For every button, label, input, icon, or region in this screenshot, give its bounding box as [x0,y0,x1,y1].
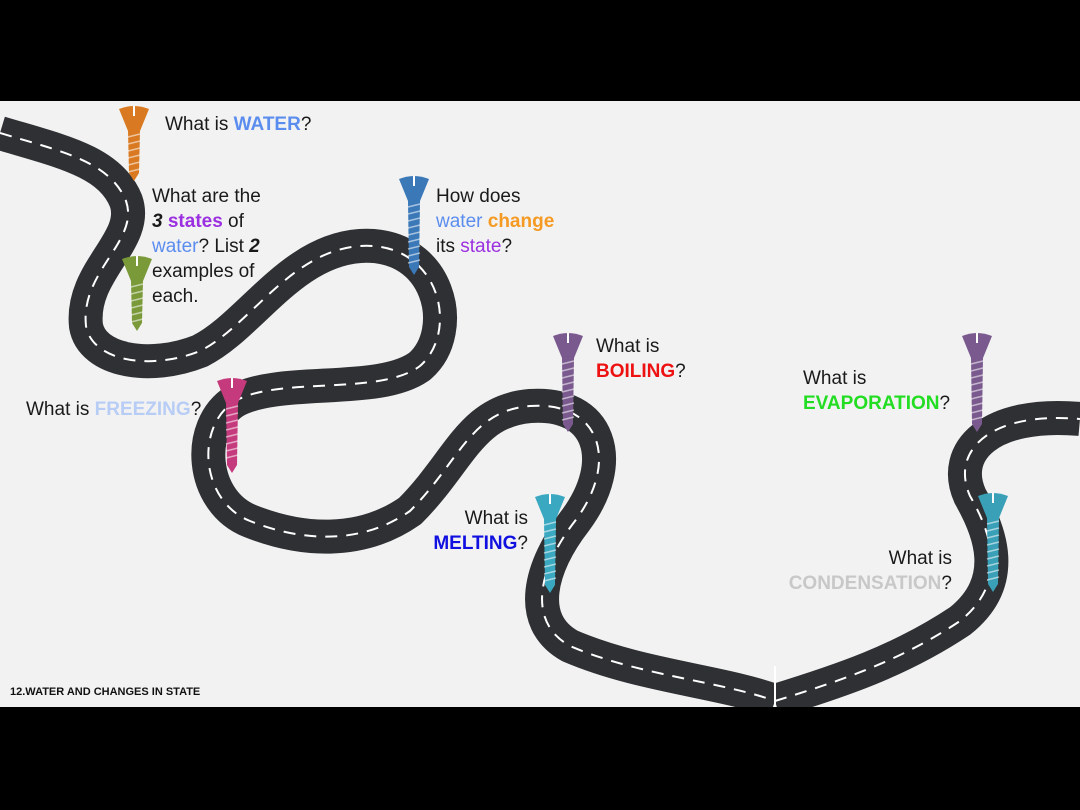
question-water-prefix: What is [165,114,234,135]
pin-evaporation-screw-icon [962,333,992,432]
question-evaporation: What is EVAPORATION? [803,366,950,416]
question-condensation: What is CONDENSATION? [760,546,952,596]
question-change-mark: ? [501,236,513,257]
keyword-melting: MELTING [433,533,518,554]
question-boiling: What is BOILING? [596,334,686,384]
question-evaporation-suffix: ? [939,393,951,414]
pin-boiling-screw-icon [553,333,583,432]
keyword-freezing: FREEZING [94,399,191,420]
question-states-line4: examples of [152,261,255,282]
question-states-of: of [222,211,244,232]
keyword-water-2: water [152,236,199,257]
question-freezing-suffix: ? [190,399,202,420]
pin-melting-screw-icon [535,494,565,593]
pin-change-screw-icon [399,176,429,275]
question-melting-suffix: ? [517,533,528,554]
keyword-evaporation: EVAPORATION [803,393,940,414]
keyword-water-3: water [436,211,483,232]
question-change-line1: How does [436,186,521,207]
pin-condensation-screw-icon [978,493,1008,592]
pin-water-screw-icon [119,106,149,181]
question-change-its: its [436,236,461,257]
number-three: 3 [152,211,163,232]
question-condensation-suffix: ? [941,573,952,594]
keyword-states: states [162,211,223,232]
question-freezing: What is FREEZING? [26,397,201,422]
keyword-condensation: CONDENSATION [788,573,942,594]
question-melting: What is MELTING? [420,506,528,556]
question-water-suffix: ? [300,114,312,135]
number-two: 2 [249,236,260,257]
question-states-line5: each. [152,286,199,307]
slide-footer-title: 12.WATER AND CHANGES IN STATE [10,686,201,698]
question-boiling-line1: What is [596,336,660,357]
pin-states-screw-icon [122,256,152,331]
question-states-line1: What are the [152,186,261,207]
keyword-change: change [482,211,555,232]
question-states-list: ? List [198,236,250,257]
question-states: What are the 3 states of water? List 2 e… [152,184,261,309]
question-evaporation-line1: What is [803,368,867,389]
slide: What is WATER? What are the 3 states of … [0,101,1080,707]
question-melting-line1: What is [464,508,528,529]
keyword-state: state [460,236,502,257]
question-condensation-line1: What is [888,548,952,569]
question-boiling-suffix: ? [675,361,686,382]
keyword-boiling: BOILING [596,361,676,382]
question-freezing-prefix: What is [26,399,95,420]
question-water: What is WATER? [165,112,311,137]
winding-road-illustration [0,106,1080,707]
pin-freezing-screw-icon [217,378,247,473]
keyword-water: WATER [233,114,301,135]
question-change: How does water change its state? [436,184,554,259]
